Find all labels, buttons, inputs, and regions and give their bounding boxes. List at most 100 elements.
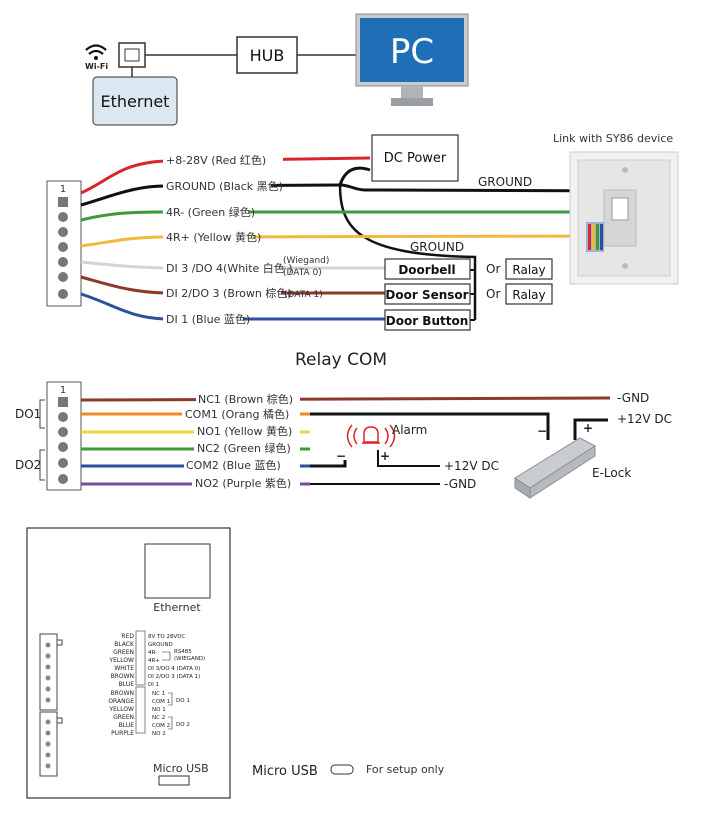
dc-power-box xyxy=(371,134,459,182)
board-func-b5: NO 2 xyxy=(152,731,166,737)
plus12v-top-label: +12V DC xyxy=(617,412,672,426)
board-func-b3: NC 2 xyxy=(152,715,165,721)
board-color-b5: PURPLE xyxy=(111,730,134,737)
ethernet-box xyxy=(92,76,178,126)
wire-label-green: 4R- (Green 绿色) xyxy=(166,205,255,219)
terminal-block-top xyxy=(46,180,82,307)
wifi-label: Wi-Fi xyxy=(85,62,108,71)
door-sensor-label: Door Sensor xyxy=(385,288,468,302)
wiegand-note: (Wiegand) xyxy=(283,256,329,266)
board-ethernet-label: Ethernet xyxy=(153,601,201,614)
sy86-device-image xyxy=(569,151,679,285)
board-color-b1: ORANGE xyxy=(108,698,134,705)
wire-label-blue: DI 1 (Blue 蓝色) xyxy=(166,312,250,326)
relay-label-no1: NO1 (Yellow 黄色) xyxy=(197,424,292,438)
board-color-b4: BLUE xyxy=(119,722,135,729)
board-func-b2: NO 1 xyxy=(152,707,166,713)
board-func-5: DI 2/DO 3 (DATA 1) xyxy=(148,674,200,680)
terminal-number-relay: 1 xyxy=(60,385,66,396)
board-func-0: 8V TO 28VDC xyxy=(148,634,185,640)
data0-note: (DATA 0) xyxy=(283,268,322,278)
board-color-0: RED xyxy=(121,633,134,640)
relay-com-title: Relay COM xyxy=(295,350,387,370)
board-rs485: RS485 xyxy=(174,649,192,655)
alarm-minus: − xyxy=(336,449,346,463)
board-wiegand: (WIEGAND) xyxy=(174,656,205,662)
board-do2: DO 2 xyxy=(176,722,190,728)
board-color-5: BROWN xyxy=(111,673,134,680)
board-left-connector-top xyxy=(39,633,63,711)
plus12v-mid-label: +12V DC xyxy=(444,459,499,473)
pc-monitor-icon xyxy=(355,13,469,106)
ethernet-port-icon xyxy=(118,42,146,68)
terminal-block-relay xyxy=(46,381,82,491)
board-color-b3: GREEN xyxy=(113,714,134,721)
board-func-6: DI 1 xyxy=(148,682,159,688)
board-func-3: 4R+ xyxy=(148,658,160,664)
board-color-3: YELLOW xyxy=(108,657,134,664)
dc-power-label: DC Power xyxy=(384,151,447,166)
door-button-box xyxy=(384,309,471,331)
wire-label-black: GROUND (Black 黑色) xyxy=(166,179,283,193)
elock-image xyxy=(514,437,596,499)
micro-usb-icon xyxy=(330,764,354,775)
or-label-1: Or xyxy=(486,262,500,276)
hub-label: HUB xyxy=(250,46,285,65)
alarm-label: Alarm xyxy=(392,423,427,437)
board-mid-connector xyxy=(135,630,146,734)
elock-label: E-Lock xyxy=(592,466,631,480)
pc-label: PC xyxy=(390,32,434,72)
board-left-connector-bottom xyxy=(39,711,63,777)
board-color-2: GREEN xyxy=(113,649,134,656)
elock-minus: − xyxy=(537,424,547,438)
terminal-number-top: 1 xyxy=(60,184,66,195)
board-func-4: DI 3/DO 4 (DATA 0) xyxy=(148,666,200,672)
relay-box-1 xyxy=(505,258,553,280)
ground-right-label: GROUND xyxy=(478,175,532,189)
relay-label-no2: NO2 (Purple 紫色) xyxy=(195,476,291,490)
board-color-4: WHITE xyxy=(114,665,134,672)
relay-box-2 xyxy=(505,283,553,305)
board-micro-usb-port xyxy=(158,775,190,786)
wire-label-white: DI 3 /DO 4(White 白色 ) xyxy=(166,261,293,275)
door-button-label: Door Button xyxy=(386,314,469,328)
micro-usb-side-label: Micro USB xyxy=(252,764,318,779)
do2-label: DO2 xyxy=(15,458,41,472)
elock-plus: + xyxy=(583,421,593,435)
ethernet-label: Ethernet xyxy=(101,92,170,111)
board-func-b1: COM 1 xyxy=(152,699,170,705)
board-color-1: BLACK xyxy=(114,641,135,648)
board-func-b0: NC 1 xyxy=(152,691,165,697)
doorbell-box xyxy=(384,258,471,280)
ground-mid-label: GROUND xyxy=(410,240,464,254)
relay-label-2: Ralay xyxy=(512,288,545,302)
relay-label-1: Ralay xyxy=(512,263,545,277)
setup-note: For setup only xyxy=(366,763,445,776)
door-sensor-box xyxy=(384,283,471,305)
board-color-b2: YELLOW xyxy=(108,706,134,713)
relay-label-nc2: NC2 (Green 绿色) xyxy=(197,441,291,455)
board-func-b4: COM 2 xyxy=(152,723,170,729)
doorbell-label: Doorbell xyxy=(398,263,455,277)
board-color-b0: BROWN xyxy=(111,690,134,697)
data1-note: (DATA 1) xyxy=(284,290,323,300)
relay-label-com1: COM1 (Orang 橘色) xyxy=(185,407,289,421)
relay-label-nc1: NC1 (Brown 棕色) xyxy=(198,392,293,406)
gnd-top-label: -GND xyxy=(617,391,649,405)
board-func-1: GROUND xyxy=(148,642,173,648)
do1-label: DO1 xyxy=(15,407,41,421)
board-micro-usb-label: Micro USB xyxy=(153,762,209,775)
or-label-2: Or xyxy=(486,287,500,301)
wire-label-red: +8-28V (Red 红色) xyxy=(166,153,266,167)
wifi-icon xyxy=(85,44,107,60)
sy86-label: Link with SY86 device xyxy=(553,132,673,145)
alarm-plus: + xyxy=(380,449,390,463)
gnd-bottom-label: -GND xyxy=(444,477,476,491)
board-do1: DO 1 xyxy=(176,698,190,704)
wire-label-brown: DI 2/DO 3 (Brown 棕色) xyxy=(166,286,292,300)
board-color-6: BLUE xyxy=(119,681,135,688)
alarm-bell-icon xyxy=(346,424,396,448)
wire-label-yellow: 4R+ (Yellow 黄色) xyxy=(166,230,261,244)
board-func-2: 4R- xyxy=(148,650,157,656)
